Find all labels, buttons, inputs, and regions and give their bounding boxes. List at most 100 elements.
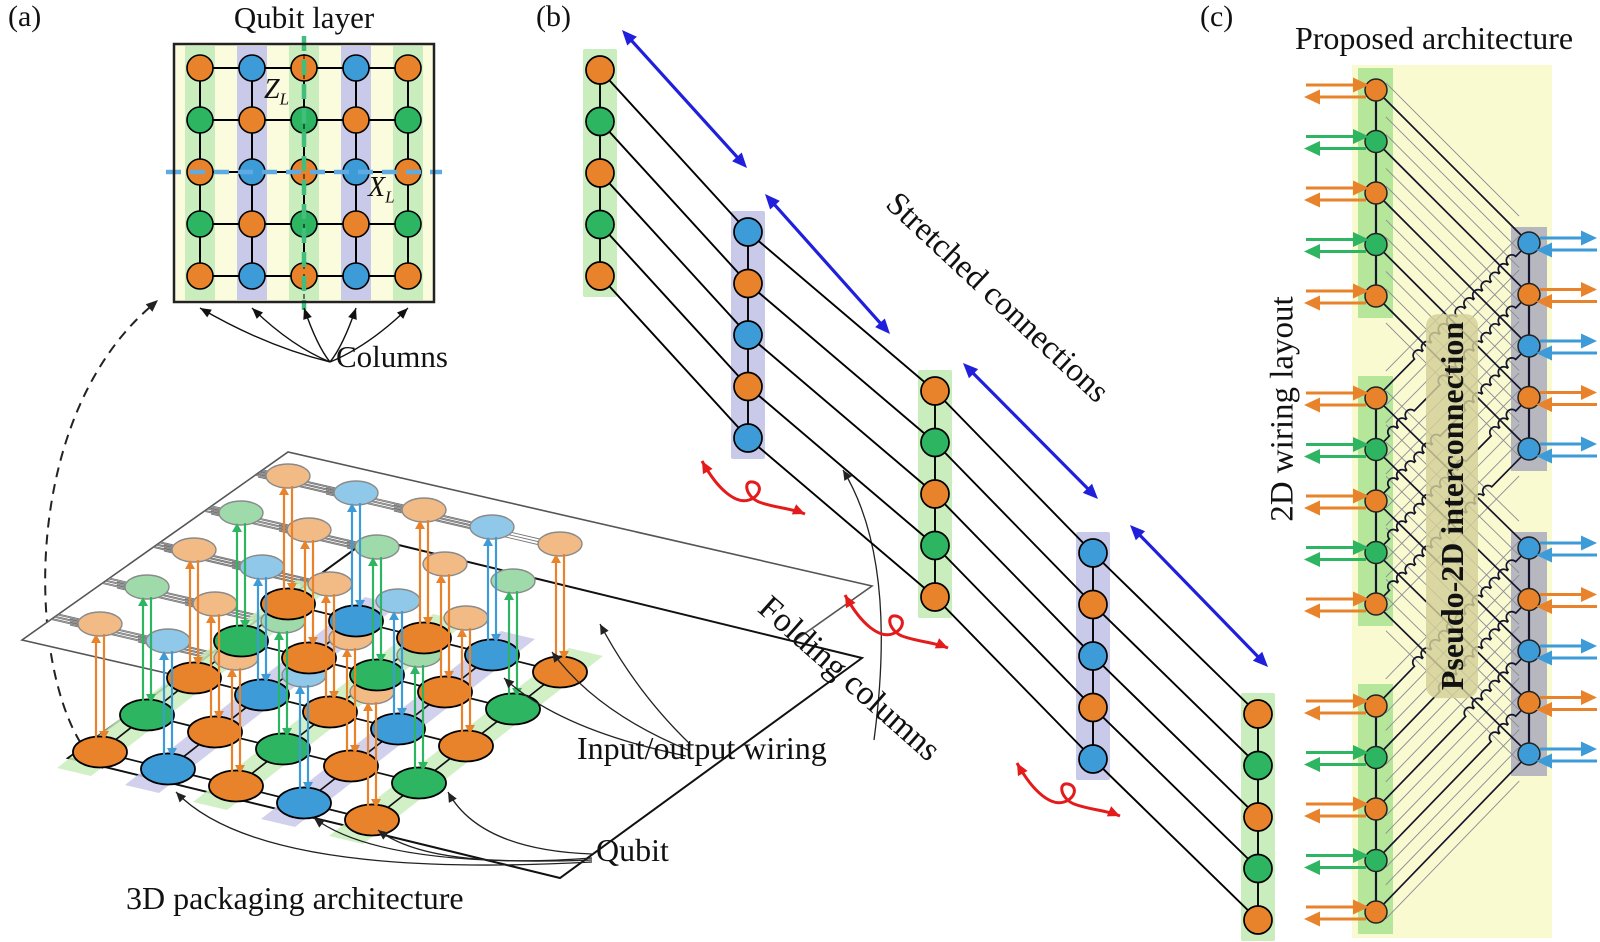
io-arrow-out-head [1304, 757, 1320, 772]
architecture-dot [1364, 129, 1388, 154]
io-arrow-out-head [1581, 436, 1597, 452]
io-wiring-label: Input/output wiring [577, 730, 827, 766]
io-arrow-down-head [418, 762, 428, 771]
connection-companion [1385, 643, 1520, 783]
architecture-dot [1364, 78, 1388, 102]
column-dot [1078, 641, 1108, 671]
io-arrow-in-head [1536, 294, 1552, 309]
stretch-connection-line [747, 437, 936, 598]
io-arrow-in-head [1353, 488, 1369, 504]
layer-callout-arrow [44, 301, 157, 769]
io-arrow-up-head [274, 631, 284, 640]
io-arrow-up-head [483, 537, 493, 546]
io-arrow-in-head [1353, 129, 1369, 144]
qubit-callout-arrow-head [448, 792, 457, 803]
io-arrow-down-head [261, 674, 271, 683]
folding-arrow-head [934, 638, 948, 649]
io-arrow-up-head [363, 702, 373, 711]
logical-z-letter: Z [264, 74, 280, 105]
io-pad [124, 574, 170, 600]
io-pad [490, 568, 536, 594]
io-arrow-in-head [1353, 591, 1369, 607]
io-trace-line [74, 479, 226, 516]
qubit-ellipse [396, 621, 452, 655]
qubit-dot [238, 54, 266, 82]
io-trace-line [121, 452, 273, 476]
stretch-connection-line [599, 69, 749, 233]
io-callout-arrow-head [552, 652, 562, 663]
architecture-dot [1364, 284, 1388, 308]
io-arrow-out-head [1581, 230, 1597, 246]
column-dot [1243, 699, 1273, 729]
architecture-dot [1517, 282, 1541, 307]
io-arrow-down-head [350, 745, 360, 754]
stretched-arrow-head [875, 318, 890, 334]
folding-arrow-head [1017, 763, 1028, 777]
io-arrow-up-head [159, 651, 169, 660]
io-arrow-out-head [1304, 295, 1320, 311]
connection-companion [1385, 677, 1520, 817]
io-pad [239, 554, 285, 580]
stretch-connection-line [747, 282, 936, 444]
io-arrow-up-head [138, 597, 148, 606]
column-dot [920, 376, 950, 406]
io-arrow-in-head [1536, 702, 1552, 717]
io-arrow-in-head [1536, 650, 1552, 666]
qubit-ellipse [281, 641, 337, 675]
io-arrow-in-head [1353, 232, 1369, 247]
io-arrow-out-head [1304, 808, 1320, 824]
qubit-ellipse [72, 735, 128, 769]
column-dot [733, 423, 763, 453]
column-dot [585, 158, 615, 188]
folding-arrow-head [791, 504, 805, 515]
connection-companion [1385, 746, 1520, 886]
logical-x-sub: L [385, 187, 395, 207]
architecture-dot [1364, 540, 1388, 565]
folding-arrow [843, 594, 949, 650]
qubit-dot [342, 54, 370, 82]
io-arrow-out-head [1581, 535, 1597, 551]
io-trace-line [22, 584, 85, 621]
connection-companion [1385, 729, 1520, 868]
stretched-arrow-head [1252, 651, 1268, 667]
io-arrow-up-head [436, 574, 446, 583]
column-dot [1078, 744, 1108, 774]
stretched-arrow-shaft [1136, 531, 1262, 661]
io-arrow-up-head [295, 685, 305, 694]
column-dot [1243, 853, 1273, 884]
io-arrow-down-head [287, 583, 297, 592]
stretched-arrow-shaft [770, 200, 885, 328]
stretch-connection-line [934, 390, 1094, 554]
qubit-dot [342, 106, 370, 134]
folding-arrow-head [702, 461, 713, 475]
column-dot [585, 55, 615, 85]
io-arrow-up-head [206, 614, 216, 623]
io-arrow-down-head [282, 728, 292, 737]
stretch-connection-line [599, 275, 749, 439]
io-arrow-up-head [368, 557, 378, 566]
io-pad [537, 531, 583, 557]
column-dot [1243, 750, 1273, 781]
io-arrow-up-head [389, 611, 399, 620]
io-arrow-in-head [1353, 180, 1369, 196]
column-dot [585, 209, 615, 240]
stretched-arrow-head [765, 194, 780, 210]
io-pad [469, 514, 515, 540]
architecture-dot [1364, 386, 1388, 410]
panel-a-label: (a) [8, 0, 42, 33]
panel-a [44, 36, 442, 769]
stretch-connection-line [1092, 655, 1259, 818]
io-arrow-out-head [1304, 860, 1320, 875]
io-arrow-up-head [551, 554, 561, 563]
io-arrow-out-head [1304, 449, 1320, 464]
stretch-connection-line [747, 231, 936, 392]
logical-x-letter: X [368, 172, 386, 203]
folding-arrow-head [845, 595, 856, 609]
io-callout-arrow [599, 623, 691, 745]
io-arrow-in-head [1353, 437, 1369, 452]
folding-arrow-head [1106, 806, 1120, 817]
io-arrow-out-head [1304, 500, 1320, 516]
qubit-label: Qubit [596, 832, 669, 868]
io-trace-line [22, 587, 85, 624]
io-arrow-up-head [342, 648, 352, 657]
